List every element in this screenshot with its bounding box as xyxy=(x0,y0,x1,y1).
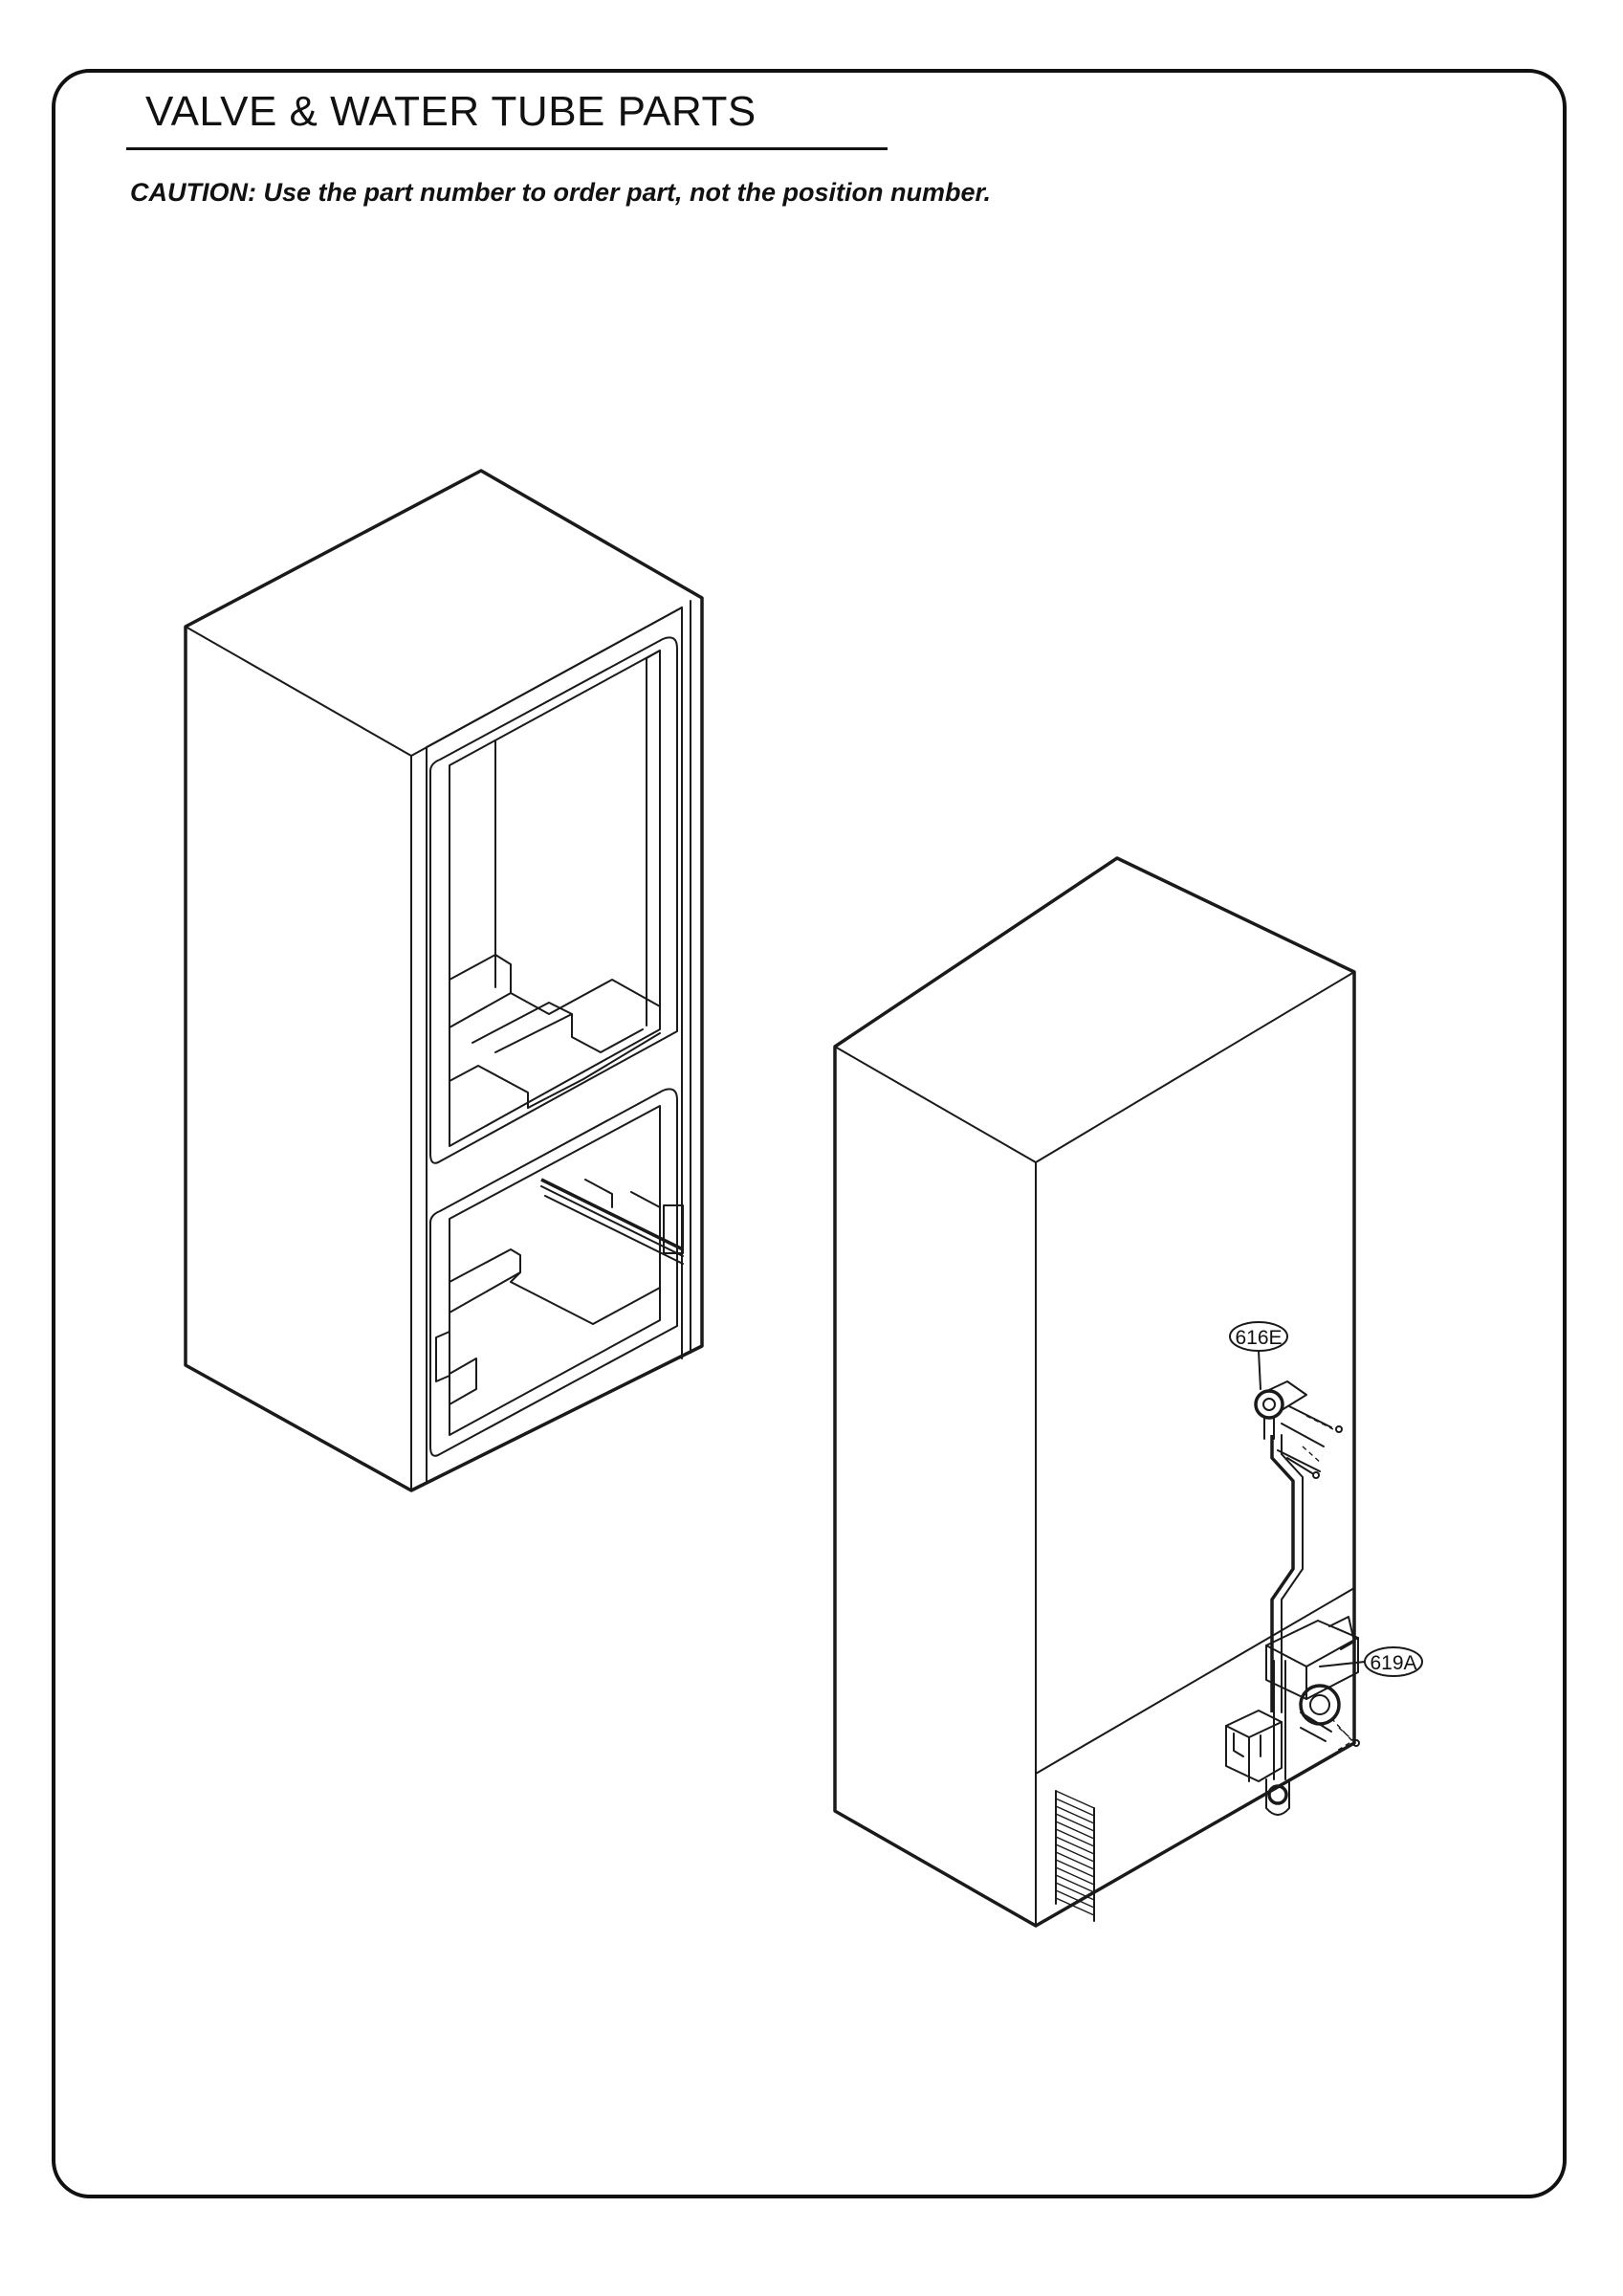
water-tube-upper-fitting xyxy=(1254,1380,1343,1479)
callout-616e: 616E xyxy=(1229,1321,1288,1390)
water-tube xyxy=(1270,1435,1295,1712)
callout-616e-leader xyxy=(1258,1350,1261,1390)
freezer-liner-inner xyxy=(449,1105,661,1436)
page-title: VALVE & WATER TUBE PARTS xyxy=(145,88,757,135)
upper-liner-back-edge xyxy=(646,650,661,1027)
water-valve-assembly xyxy=(1225,1616,1360,1816)
refrigerator-front-view xyxy=(184,469,704,1492)
refrigerator-rear-view xyxy=(833,856,1360,1928)
upper-compartment-opening xyxy=(429,636,678,1164)
cabinet-rear-top-edge xyxy=(834,971,1355,1927)
callout-619a-label: 619A xyxy=(1370,1652,1416,1674)
freezer-opening xyxy=(429,1088,678,1457)
upper-liner-inner xyxy=(449,650,661,1147)
shelf-back-line xyxy=(510,979,661,1015)
rail-clip xyxy=(584,1179,661,1224)
title-underline xyxy=(126,147,888,150)
drawer-rail-top xyxy=(540,1178,684,1251)
crisper-base-line xyxy=(527,1032,661,1109)
callout-619a-leader xyxy=(1319,1661,1366,1667)
freezer-basket-side xyxy=(449,1271,521,1405)
front-flange xyxy=(426,607,683,1482)
shelf-bracket xyxy=(449,954,512,1028)
water-tube-inner-wall xyxy=(1281,1434,1304,1713)
caution-note: CAUTION: Use the part number to order pa… xyxy=(130,178,992,207)
crisper-drawer-lid xyxy=(472,1002,644,1053)
freezer-basket-top xyxy=(449,1248,661,1325)
cabinet-front-outline xyxy=(184,469,704,1492)
rear-vent-louvers xyxy=(1055,1790,1095,1922)
page-frame xyxy=(52,69,1567,2198)
rail-end-cap xyxy=(663,1204,684,1254)
callout-616e-label: 616E xyxy=(1235,1327,1282,1349)
crisper-edge xyxy=(494,1013,573,1053)
crisper-drawer-front xyxy=(449,1065,529,1109)
callout-619a: 619A xyxy=(1319,1646,1423,1677)
machine-compartment-line xyxy=(1035,1587,1355,1775)
freezer-hinge xyxy=(435,1331,450,1382)
